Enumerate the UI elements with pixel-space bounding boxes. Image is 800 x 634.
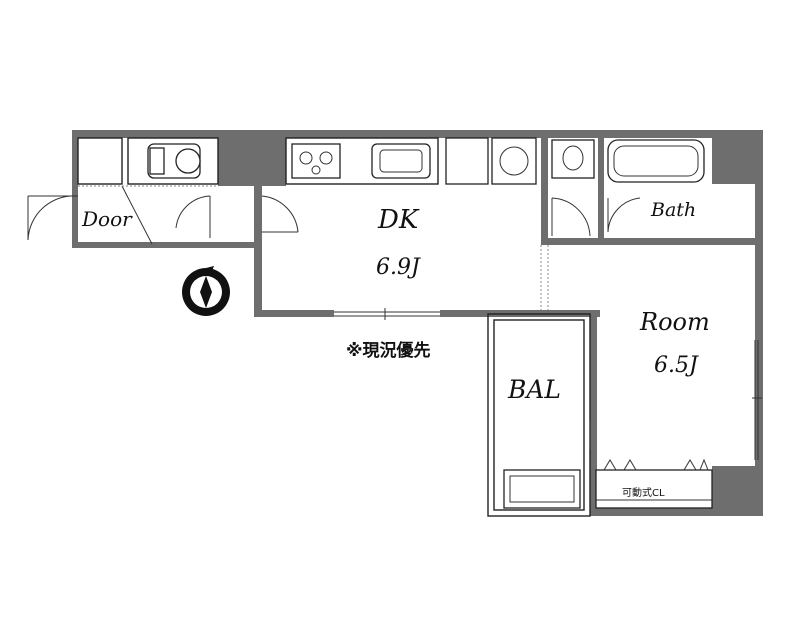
note-text: ※現況優先 xyxy=(346,340,431,361)
washbasin-icon xyxy=(551,139,595,179)
bath-label: Bath xyxy=(650,199,696,221)
closet-label: 可動式CL xyxy=(622,486,665,499)
bal-label: BAL xyxy=(507,375,561,404)
stove-icon xyxy=(291,143,341,179)
balcony xyxy=(487,313,591,517)
dk-label: DK xyxy=(377,205,420,235)
room-label: Room xyxy=(639,308,710,336)
washer-icon xyxy=(491,137,537,185)
room-size: 6.5J xyxy=(654,353,699,378)
kitchen-fixtures xyxy=(285,137,537,185)
room-area xyxy=(595,340,762,509)
fridge-icon xyxy=(445,137,489,185)
closet xyxy=(595,469,713,509)
entry-area xyxy=(27,137,299,245)
north-compass-icon xyxy=(182,266,230,316)
bathtub-icon xyxy=(607,139,705,183)
dk-size: 6.9J xyxy=(376,255,421,280)
door-label: Door xyxy=(81,207,133,231)
door-swing-icon xyxy=(27,195,79,241)
walls xyxy=(72,130,763,516)
bath-area xyxy=(540,139,705,310)
sink-icon xyxy=(371,143,431,179)
dk-window xyxy=(334,308,440,320)
